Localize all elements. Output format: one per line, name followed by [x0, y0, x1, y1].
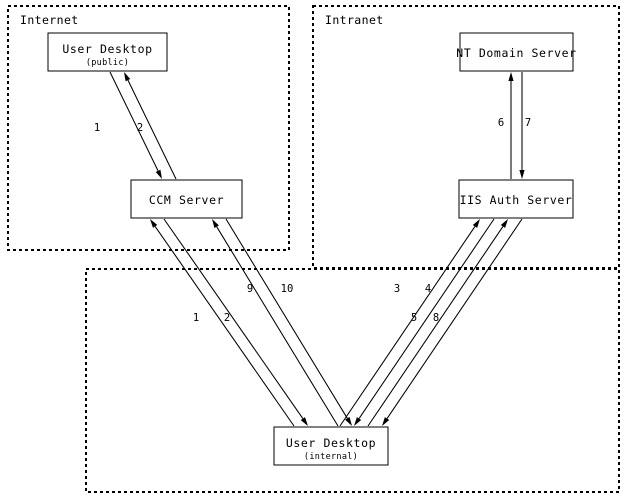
zone-label-internet: Internet: [20, 13, 79, 27]
flow-step-label: 10: [281, 283, 294, 295]
zone-border-intranet: [312, 5, 620, 269]
zone-border-internet: [7, 5, 290, 251]
flow-step-label: 5: [411, 312, 417, 324]
arrow-head-icon: [155, 169, 162, 179]
flow-8-iis-auth-server-to-user-desktop-internal: 8: [382, 218, 523, 426]
node-box-user-desktop-internal[interactable]: [273, 426, 389, 466]
zone-internet: Internet: [7, 5, 290, 251]
flow-step-label: 1: [193, 312, 199, 324]
arrow-head-icon: [519, 170, 525, 179]
flow-step-label: 7: [525, 117, 531, 129]
arrow-head-icon: [345, 416, 352, 426]
flow-line: [358, 218, 495, 419]
node-title-iis-auth-server: IIS Auth Server: [460, 193, 573, 207]
zone-intranet: Intranet: [312, 5, 620, 269]
flow-step-label: 2: [224, 312, 230, 324]
flow-step-label: 8: [433, 312, 439, 324]
zone-internal: [85, 268, 620, 493]
node-iis-auth-server[interactable]: IIS Auth Server: [458, 179, 574, 219]
node-title-user-desktop-internal: User Desktop: [286, 436, 376, 450]
arrow-head-icon: [500, 219, 508, 228]
node-user-desktop-internal[interactable]: User Desktop (internal): [273, 426, 389, 466]
flow-line: [109, 71, 159, 172]
node-title-nt-domain-server: NT Domain Server: [456, 46, 576, 60]
flow-step-label: 2: [137, 122, 143, 134]
flow-6-iis-auth-server-to-nt-domain-server: 6: [498, 72, 514, 179]
flow-2-ccm-server-to-user-desktop-public: 2: [124, 72, 177, 180]
flow-step-label: 9: [247, 283, 253, 295]
arrow-head-icon: [212, 219, 219, 229]
flow-step-label: 1: [94, 122, 100, 134]
arrow-head-icon: [300, 417, 308, 426]
zone-border-internal: [85, 268, 620, 493]
node-box-user-desktop-public[interactable]: [47, 32, 168, 72]
node-box-iis-auth-server[interactable]: [458, 179, 574, 219]
node-ccm-server[interactable]: CCM Server: [130, 179, 243, 219]
flow-2-ccm-server-to-user-desktop-internal: 2: [163, 218, 308, 426]
flow-5-user-desktop-internal-to-iis-auth-server: 5: [367, 219, 508, 427]
node-title-ccm-server: CCM Server: [149, 193, 224, 207]
flow-7-nt-domain-server-to-iis-auth-server: 7: [519, 72, 531, 179]
zone-layer: Internet Intranet: [7, 5, 620, 493]
flow-line: [339, 226, 476, 427]
flow-4-iis-auth-server-to-user-desktop-internal: 4: [354, 218, 495, 426]
arrow-head-icon: [124, 72, 131, 82]
flow-9-user-desktop-internal-to-ccm-server: 9: [212, 219, 339, 427]
flow-line: [154, 226, 295, 427]
flow-1-user-desktop-internal-to-ccm-server: 1: [150, 219, 295, 427]
node-title-user-desktop-public: User Desktop: [62, 42, 152, 56]
flow-layer: 1 2 1 2 9 10 3 4 5 8 6 7: [94, 71, 531, 427]
arrow-head-icon: [150, 219, 158, 228]
flow-step-label: 6: [498, 117, 504, 129]
node-nt-domain-server[interactable]: NT Domain Server: [456, 32, 576, 72]
arrow-head-icon: [382, 417, 390, 426]
node-box-ccm-server[interactable]: [130, 179, 243, 219]
flow-step-label: 4: [425, 283, 431, 295]
node-layer: User Desktop (public) CCM Server NT Domain …: [47, 32, 576, 466]
flow-line: [386, 218, 523, 419]
node-subtitle-user-desktop-public: (public): [86, 58, 129, 68]
flow-line: [163, 218, 304, 419]
arrow-head-icon: [508, 72, 514, 81]
zone-label-intranet: Intranet: [325, 13, 384, 27]
flow-line: [225, 218, 348, 419]
flow-1-user-desktop-public-to-ccm-server: 1: [94, 71, 162, 179]
node-subtitle-user-desktop-internal: (internal): [304, 452, 358, 462]
flow-line: [216, 226, 339, 427]
flow-line: [367, 226, 504, 427]
arrow-head-icon: [472, 219, 480, 228]
node-user-desktop-public[interactable]: User Desktop (public): [47, 32, 168, 72]
flow-10-ccm-server-to-user-desktop-internal: 10: [225, 218, 352, 426]
flow-3-user-desktop-internal-to-iis-auth-server: 3: [339, 219, 480, 427]
arrow-head-icon: [354, 417, 362, 426]
flow-line: [127, 79, 177, 180]
flow-step-label: 3: [394, 283, 400, 295]
node-box-nt-domain-server[interactable]: [459, 32, 574, 72]
